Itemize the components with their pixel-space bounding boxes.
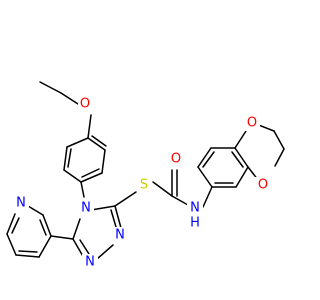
pyridine-nitrogen: N [13, 195, 29, 211]
molecule-structure: O N N N S O N [6, 81, 285, 270]
thioether-sulfur: S [137, 177, 152, 193]
svg-text:O: O [258, 178, 268, 193]
amide-hydrogen: H [187, 215, 203, 231]
benzodioxane-benzene-ring [197, 147, 249, 188]
triazole-nitrogen-4: N [78, 200, 94, 216]
carbonyl-oxygen: O [168, 151, 184, 167]
pyridine-ring [6, 205, 52, 258]
ethoxyphenyl-ring [63, 114, 107, 198]
svg-text:O: O [171, 152, 181, 167]
structure-canvas: O N N N S O N [6, 81, 285, 270]
dioxane-oxygen-top: O [244, 115, 260, 131]
svg-text:O: O [247, 116, 257, 131]
svg-text:N: N [85, 255, 95, 270]
svg-text:N: N [81, 201, 91, 216]
svg-text:N: N [16, 196, 26, 211]
svg-text:O: O [80, 97, 90, 112]
thioacetamide-linker [114, 169, 213, 208]
ethyl-group [39, 81, 79, 105]
svg-text:N: N [115, 228, 125, 243]
dioxane-oxygen-bottom: O [255, 177, 271, 193]
svg-text:N: N [190, 201, 200, 216]
atom-labels: O N N N S O N [13, 96, 271, 270]
svg-text:H: H [190, 216, 200, 231]
triazole-nitrogen-1: N [112, 227, 128, 243]
svg-text:S: S [140, 178, 148, 193]
amide-nitrogen: N [187, 200, 203, 216]
triazole-nitrogen-2: N [82, 254, 98, 270]
ethoxy-oxygen: O [78, 96, 93, 112]
